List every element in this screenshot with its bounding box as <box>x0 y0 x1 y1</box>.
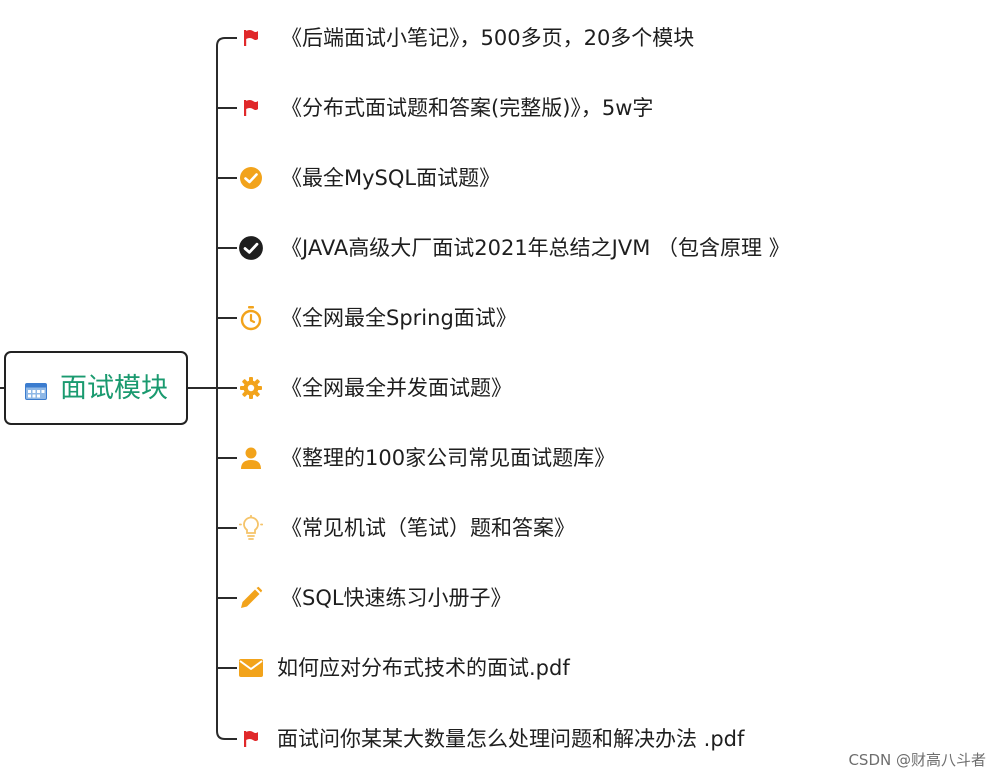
flag-icon <box>237 94 265 122</box>
branch-item-5[interactable]: 《全网最全Spring面试》 <box>237 298 517 338</box>
branch-item-9[interactable]: 《SQL快速练习小册子》 <box>237 578 512 618</box>
root-label: 面试模块 <box>60 373 168 404</box>
root-node[interactable]: 面试模块 <box>4 351 188 425</box>
branch-item-6[interactable]: 《全网最全并发面试题》 <box>237 368 512 408</box>
stopwatch-icon <box>237 304 265 332</box>
branch-item-2[interactable]: 《分布式面试题和答案(完整版)》，5w字 <box>237 88 653 128</box>
pencil-icon <box>237 584 265 612</box>
branch-item-1[interactable]: 《后端面试小笔记》，500多页，20多个模块 <box>237 18 694 58</box>
branch-label: 《后端面试小笔记》，500多页，20多个模块 <box>281 26 695 50</box>
flag-icon <box>237 725 265 753</box>
branch-item-11[interactable]: 面试问你某某大数量怎么处理问题和解决办法 .pdf <box>237 719 744 759</box>
branch-item-8[interactable]: 《常见机试（笔试）题和答案》 <box>237 508 575 548</box>
branch-label: 《全网最全并发面试题》 <box>281 376 512 400</box>
branch-label: 《最全MySQL面试题》 <box>281 166 501 190</box>
branch-label: 《整理的100家公司常见面试题库》 <box>281 446 616 470</box>
branch-label: 《常见机试（笔试）题和答案》 <box>281 516 575 540</box>
branch-label: 面试问你某某大数量怎么处理问题和解决办法 .pdf <box>277 727 745 751</box>
branch-item-10[interactable]: 如何应对分布式技术的面试.pdf <box>237 648 570 688</box>
check-circle-icon <box>237 164 265 192</box>
branch-item-4[interactable]: 《JAVA高级大厂面试2021年总结之JVM （包含原理 》 <box>237 228 790 268</box>
branch-label: 《分布式面试题和答案(完整版)》，5w字 <box>281 96 654 120</box>
gear-icon <box>237 374 265 402</box>
person-icon <box>237 444 265 472</box>
branch-label: 《JAVA高级大厂面试2021年总结之JVM （包含原理 》 <box>281 236 790 260</box>
flag-icon <box>237 24 265 52</box>
lightbulb-icon <box>237 514 265 542</box>
branch-label: 《SQL快速练习小册子》 <box>281 586 512 610</box>
check-circle-icon <box>237 234 265 262</box>
calendar-icon <box>25 383 47 400</box>
envelope-icon <box>237 654 265 682</box>
branch-item-7[interactable]: 《整理的100家公司常见面试题库》 <box>237 438 615 478</box>
branch-label: 《全网最全Spring面试》 <box>281 306 517 330</box>
watermark: CSDN @财高八斗者 <box>848 751 986 769</box>
branch-item-3[interactable]: 《最全MySQL面试题》 <box>237 158 500 198</box>
branch-label: 如何应对分布式技术的面试.pdf <box>277 656 570 680</box>
